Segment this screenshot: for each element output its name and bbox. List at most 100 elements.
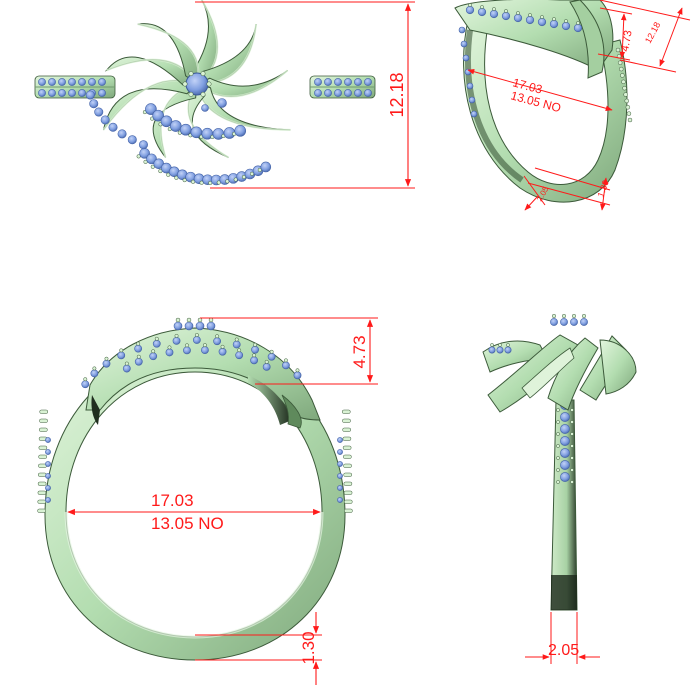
prong <box>561 313 567 319</box>
prong <box>556 468 560 472</box>
stone <box>134 344 143 353</box>
front-view-head-stones <box>81 317 302 389</box>
stone <box>501 11 511 21</box>
front-view-side-prongs <box>37 409 353 513</box>
perspective-view-head-label: 4.73 <box>619 29 635 52</box>
prong <box>621 79 626 85</box>
stone <box>68 78 76 86</box>
stone <box>354 78 362 86</box>
prong <box>570 456 574 460</box>
stone <box>152 339 161 348</box>
top-view-height-dimension: 12.18 <box>195 1 415 189</box>
prong <box>253 342 258 347</box>
prong <box>492 7 496 11</box>
stone <box>138 140 148 150</box>
stone <box>267 352 276 361</box>
prong <box>504 9 508 13</box>
prong <box>570 432 574 436</box>
prong <box>570 444 574 448</box>
prong-bar <box>343 472 352 477</box>
prong <box>124 361 129 366</box>
prong <box>627 117 633 123</box>
prong-bar <box>344 508 353 513</box>
stone <box>173 321 183 331</box>
prong <box>208 317 214 323</box>
prong-bar <box>342 436 352 441</box>
prong <box>215 334 220 339</box>
prong <box>624 98 629 104</box>
prong <box>119 348 124 353</box>
prong <box>175 317 181 323</box>
prong <box>556 480 560 484</box>
prong-bar <box>343 463 352 468</box>
stone <box>513 13 523 23</box>
stone <box>251 345 259 354</box>
prong <box>136 341 141 346</box>
stone <box>122 364 131 373</box>
prong-bar <box>342 418 351 423</box>
stone <box>81 380 90 389</box>
prong <box>552 17 556 21</box>
stone <box>102 359 111 368</box>
stone <box>160 115 173 128</box>
stone <box>235 351 244 360</box>
prong <box>269 349 274 354</box>
prong <box>570 420 574 424</box>
stone <box>58 89 66 97</box>
stone <box>560 436 570 446</box>
stone <box>465 5 475 15</box>
prong-bar <box>343 454 352 459</box>
stone <box>324 78 332 86</box>
prong <box>186 317 192 323</box>
stone <box>218 347 227 356</box>
perspective-view: 17.03 13.05 NO 4.73 12.18 1.30 2.05 <box>454 0 691 211</box>
prong <box>571 313 577 319</box>
top-view-center-prongs <box>182 71 227 112</box>
prong <box>200 71 206 77</box>
side-view-head-stones <box>488 313 588 354</box>
stone <box>334 78 342 86</box>
prong-bar <box>37 499 47 504</box>
prong <box>516 11 520 15</box>
stone <box>344 89 352 97</box>
prong <box>551 313 557 319</box>
stone <box>212 128 225 140</box>
stone <box>504 346 512 354</box>
stone <box>337 449 343 455</box>
stone <box>184 321 194 331</box>
prong <box>167 345 172 350</box>
prong <box>174 333 179 338</box>
stone <box>117 351 126 360</box>
prong <box>564 19 568 23</box>
prong-bar <box>341 409 351 414</box>
stone <box>549 19 559 29</box>
stone <box>134 357 143 366</box>
prong <box>528 13 532 17</box>
stone <box>145 103 157 115</box>
stone <box>58 78 66 86</box>
perspective-view-stones <box>458 3 633 123</box>
stone <box>337 485 343 491</box>
prong <box>506 343 510 347</box>
prong <box>556 456 560 460</box>
prong <box>104 356 109 361</box>
stone <box>206 321 216 331</box>
stone <box>364 78 372 86</box>
stone <box>217 98 227 108</box>
front-view: 4.73 17.03 13.05 NO 1.30 <box>37 317 378 685</box>
stone <box>45 461 51 467</box>
stone <box>234 125 247 137</box>
stone <box>337 473 343 479</box>
prong <box>136 354 141 359</box>
prong <box>234 337 239 342</box>
stone <box>45 437 51 443</box>
stone <box>570 318 578 326</box>
stone <box>78 78 86 86</box>
prong <box>200 91 206 97</box>
stone <box>462 54 470 62</box>
prong <box>188 91 194 97</box>
stone <box>169 120 182 132</box>
prong <box>237 348 242 353</box>
prong <box>622 85 627 91</box>
stone <box>525 15 535 25</box>
